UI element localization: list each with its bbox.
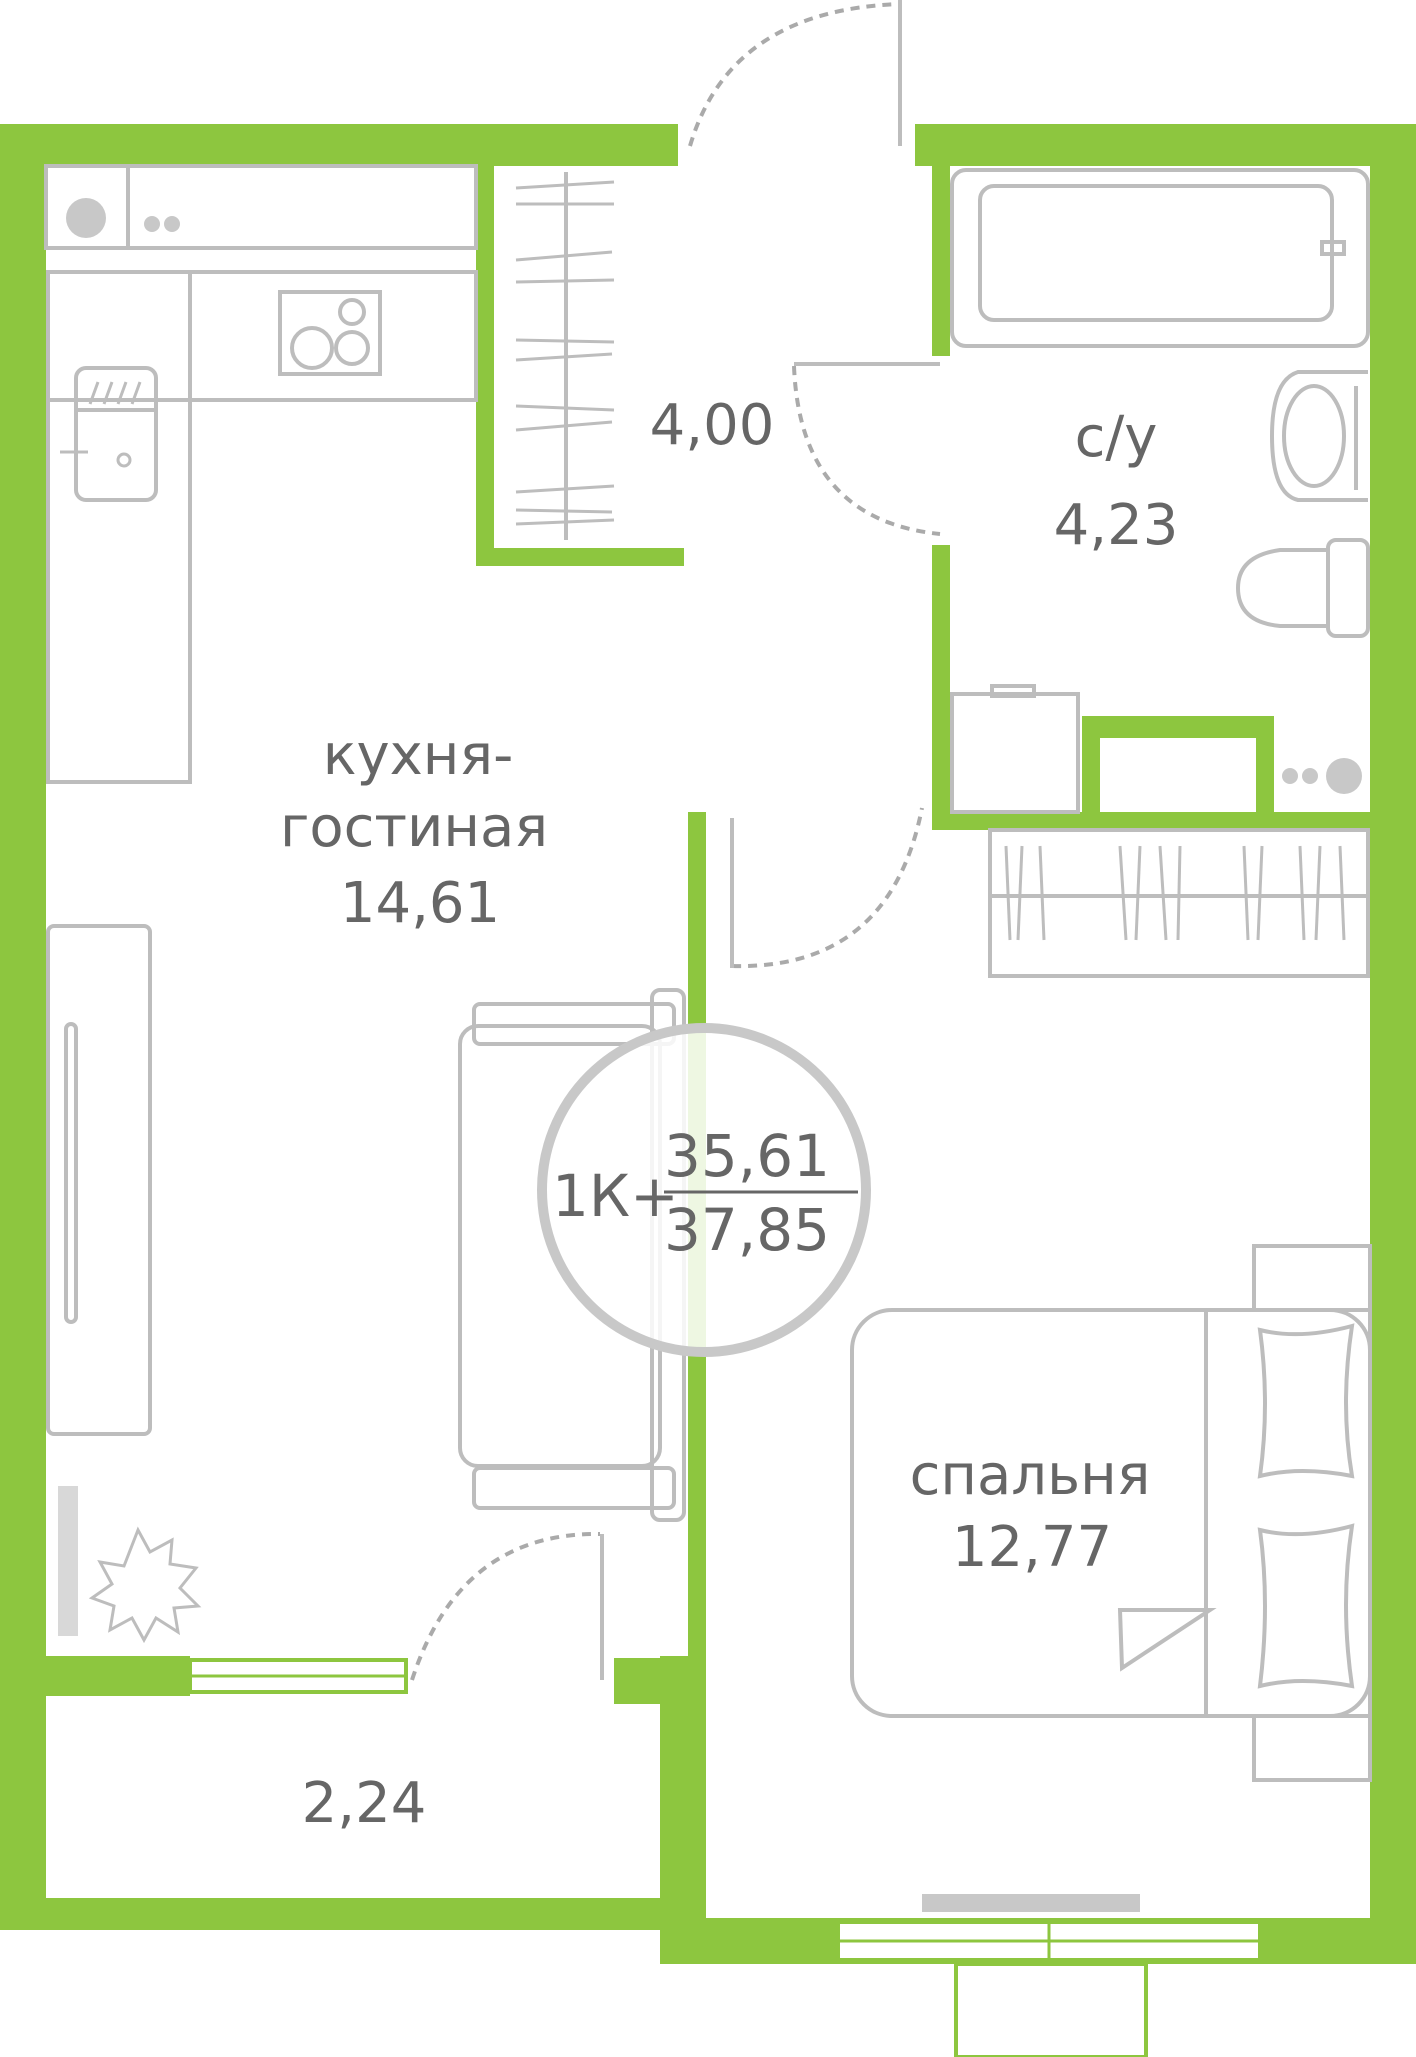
bathtub-icon — [950, 168, 1370, 348]
wall-bath-left-bottom — [932, 545, 950, 830]
bedroom-label: спальня — [910, 1443, 1151, 1508]
closet-hangers — [515, 180, 615, 526]
window-bedroom — [836, 1920, 1262, 2057]
badge-ring — [537, 1023, 871, 1357]
wall-outer-left — [0, 124, 46, 1930]
balcony-area: 2,24 — [302, 1771, 427, 1836]
plant-icon — [88, 1526, 202, 1644]
kitchen-label-line1: кухня- — [323, 723, 514, 788]
bed — [850, 1244, 1372, 1782]
furniture — [44, 164, 1372, 1782]
wall-closet-bottom — [476, 548, 684, 566]
wall-closet-left — [476, 166, 494, 566]
fridge — [46, 924, 152, 1436]
radiator — [922, 1894, 1140, 1912]
doors — [410, 2, 941, 1681]
sink-icon — [74, 366, 158, 502]
room-labels: 4,00 с/у 4,23 кухня- гостиная 14,61 спал… — [280, 393, 1178, 1836]
bath-label: с/у — [1075, 405, 1158, 470]
kitchen-counter-side — [46, 270, 192, 784]
area-badge: 1К+ 35,61 37,85 — [537, 1023, 871, 1357]
cooktop-icon — [278, 290, 382, 376]
door-leaves — [600, 0, 940, 1680]
wall-bottom-left — [0, 1898, 680, 1930]
bedroom-area: 12,77 — [952, 1515, 1112, 1580]
wardrobe-hangers — [1004, 845, 1346, 941]
wall-bath-left-top — [932, 166, 950, 356]
bath-area: 4,23 — [1054, 493, 1179, 558]
wardrobe — [988, 828, 1370, 978]
cooktop-burners — [290, 298, 370, 370]
wall-outer-right — [1370, 124, 1416, 1964]
hall-area: 4,00 — [650, 393, 775, 458]
sink-details — [60, 381, 142, 468]
toilet-icon — [1235, 538, 1370, 638]
stove-knob — [66, 198, 106, 238]
kitchen-area: 14,61 — [340, 871, 500, 936]
kitchen-label-line2: гостиная — [280, 795, 548, 860]
radiator-kitchen — [58, 1486, 78, 1636]
badge-type: 1К+ — [552, 1162, 679, 1230]
wall-top-right — [915, 124, 1416, 166]
wall-bath-bottom — [932, 812, 1370, 830]
wall-top-left — [0, 124, 678, 166]
window-balcony — [188, 1658, 408, 1694]
badge-living-area: 35,61 — [664, 1122, 830, 1190]
badge-total-area: 37,85 — [664, 1196, 830, 1264]
washbasin — [1269, 370, 1368, 502]
counter-top — [44, 164, 478, 250]
